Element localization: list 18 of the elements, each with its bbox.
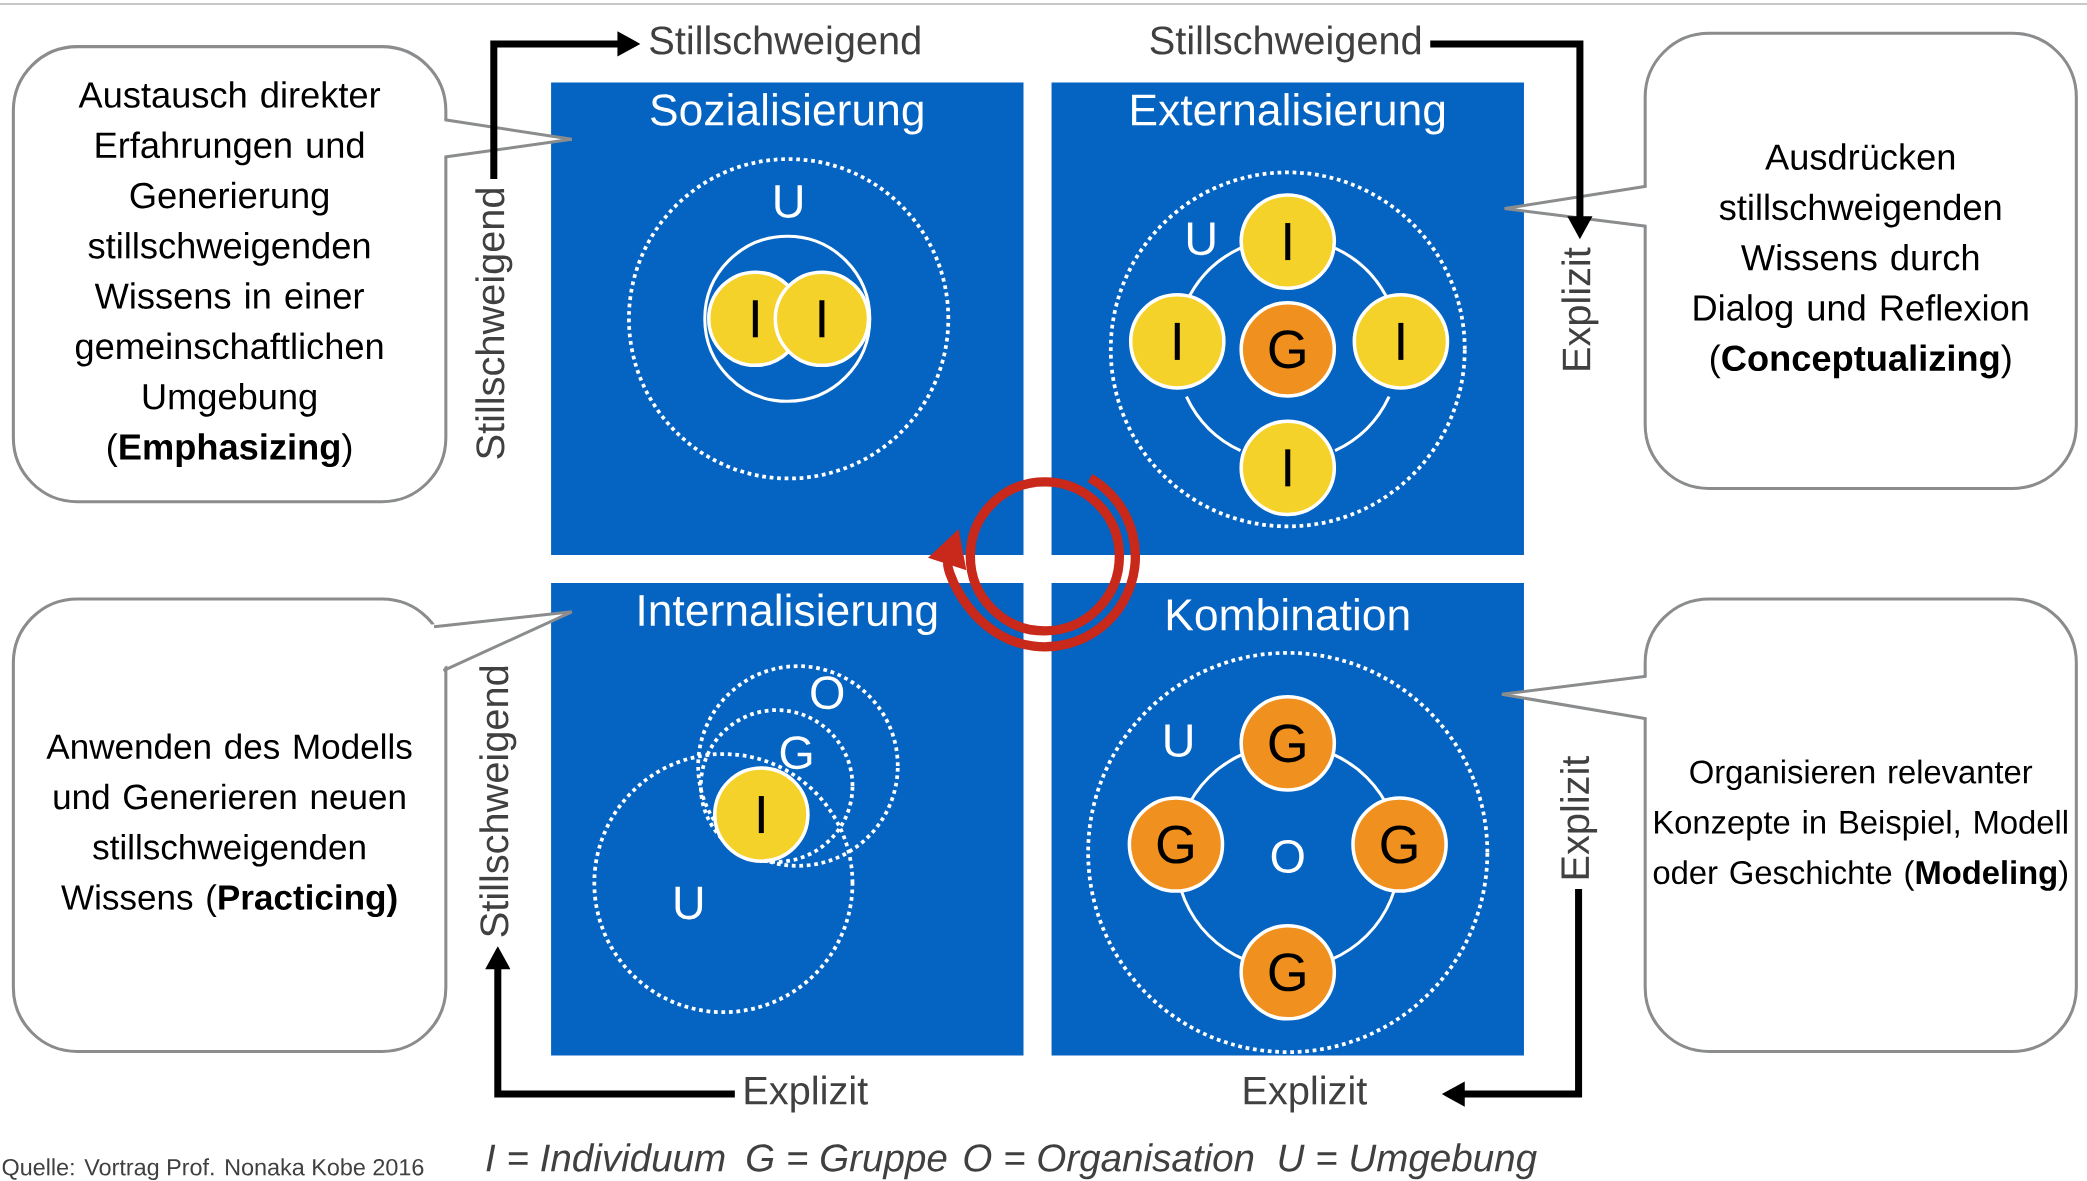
axis-label: Stillschweigend [650,25,920,63]
axis-label: Explizit [1244,1075,1368,1113]
bubble-pointer [443,118,574,159]
legend-text: U = Umgebung [1279,1143,1537,1180]
bubble-pointer [1500,674,1648,721]
axis-label: Stillschweigend [479,667,517,937]
legend-text: I = Individuum [486,1143,725,1172]
circle-outline [703,234,872,403]
axis-label: Explizit [745,1075,868,1113]
axis-label: Stillschweigend [1150,25,1421,63]
legend-text: G = Gruppe [747,1144,947,1180]
axis-label: Explizit [1560,756,1598,879]
axis-label: Explizit [1561,247,1599,370]
source-note: Quelle: Vortrag Prof. Nonaka Kobe 2016 [2,1158,424,1181]
bubble-pointer [432,610,574,673]
bubble-pointer [1502,185,1648,228]
legend-text: O = Organisation [964,1143,1254,1180]
axis-label: Stillschweigend [475,189,513,459]
